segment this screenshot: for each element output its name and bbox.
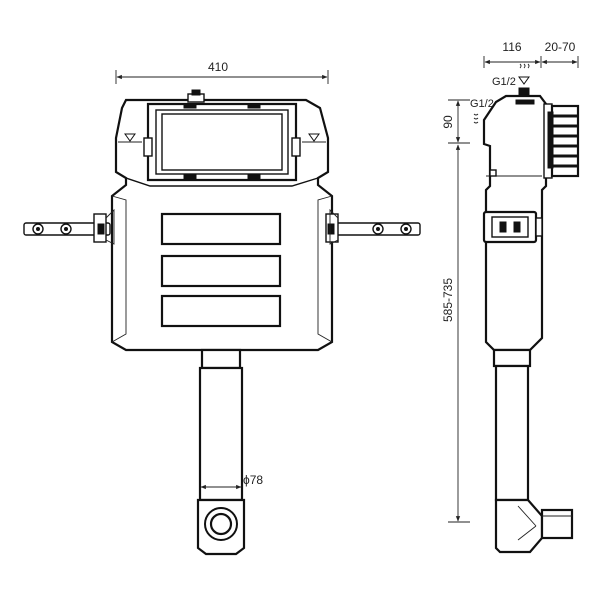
water-symbol-side bbox=[473, 113, 479, 124]
side-pipe-bend bbox=[494, 498, 544, 554]
adjust-label: 20-70 bbox=[545, 40, 576, 54]
frame-latch-right bbox=[291, 137, 301, 157]
inspection-panel bbox=[161, 113, 283, 171]
water-symbol-top bbox=[519, 63, 530, 69]
frame-clip-top-left bbox=[183, 103, 197, 109]
depth-label: 116 bbox=[502, 40, 521, 54]
total-height-label: 585-735 bbox=[441, 278, 455, 322]
side-outlet bbox=[540, 508, 574, 540]
side-bracket bbox=[482, 210, 543, 244]
top-inlet-arrow bbox=[518, 76, 530, 85]
frame-clip-bottom-right bbox=[247, 174, 261, 180]
front-slot-top bbox=[160, 212, 282, 246]
width-label: 410 bbox=[208, 60, 228, 74]
side-pipe-collar bbox=[492, 348, 532, 368]
right-wall-bracket bbox=[325, 208, 421, 245]
top-inlet: G1/2 bbox=[492, 63, 530, 97]
front-slot-bottom bbox=[160, 294, 282, 328]
side-inlet-label: G1/2 bbox=[470, 98, 494, 110]
front-slot-middle bbox=[160, 254, 282, 288]
top-inlet-nozzle bbox=[518, 87, 530, 97]
right-side-rail bbox=[317, 195, 333, 343]
level-mark-left bbox=[118, 133, 142, 143]
total-height-dimension: 585-735 bbox=[441, 144, 470, 523]
pipe-outlet-inner bbox=[209, 512, 233, 536]
side-view: 116 20-70 G1/2 G1/2 90 585-735 bbox=[441, 40, 580, 554]
frame-clip-top-right bbox=[247, 103, 261, 109]
left-wall-bracket bbox=[23, 208, 115, 245]
left-side-rail bbox=[111, 195, 127, 343]
top-height-dimension: 90 bbox=[441, 99, 470, 144]
pipe-collar bbox=[200, 348, 242, 370]
front-view: 410 bbox=[23, 60, 421, 556]
side-bend-detail bbox=[517, 505, 537, 541]
top-cap-knob bbox=[191, 89, 201, 96]
diameter-label: ϕ78 bbox=[243, 473, 263, 487]
frame-latch-left bbox=[143, 137, 153, 157]
side-top-rim bbox=[515, 99, 535, 105]
frame-clip-bottom-left bbox=[183, 174, 197, 180]
flush-pipe bbox=[198, 366, 244, 502]
depth-dimension: 116 20-70 bbox=[483, 40, 579, 68]
side-threaded-inlet bbox=[543, 103, 580, 179]
top-inlet-label: G1/2 bbox=[492, 76, 516, 88]
diameter-dimension: ϕ78 bbox=[200, 473, 263, 490]
side-pipe bbox=[494, 364, 530, 502]
level-mark-right bbox=[302, 133, 326, 143]
top-height-label: 90 bbox=[441, 115, 455, 129]
side-seam-clip bbox=[489, 169, 497, 177]
width-dimension: 410 bbox=[115, 60, 329, 84]
